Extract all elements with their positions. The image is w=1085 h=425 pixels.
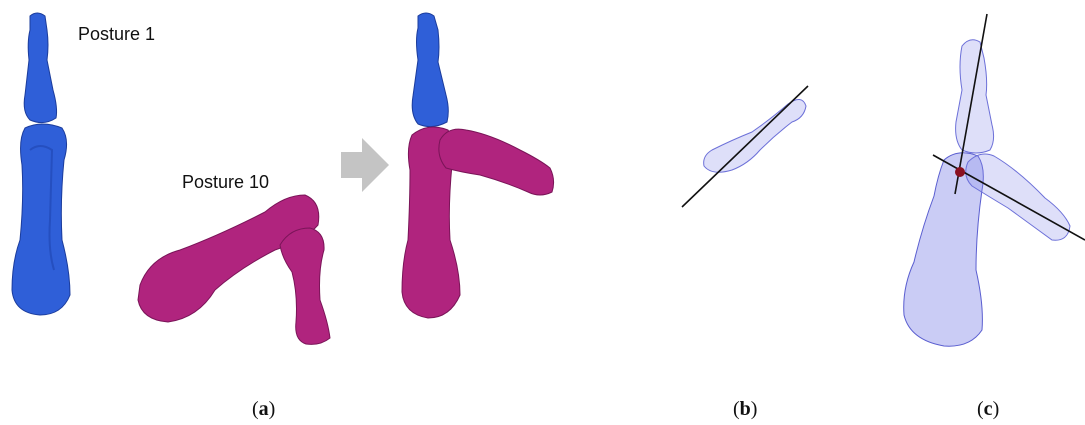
panel-b-bone-axis-line bbox=[682, 86, 808, 207]
posture-1-metacarpal bbox=[12, 124, 70, 315]
panel-b-phalanx bbox=[704, 99, 806, 172]
posture-1-proximal-phalanx bbox=[24, 13, 56, 123]
panel-c-bone-axes bbox=[904, 14, 1085, 346]
panel-b-bone-axis bbox=[682, 86, 808, 207]
caption-b: (b) bbox=[733, 398, 757, 420]
panel-a-overlay-bones bbox=[402, 13, 554, 318]
caption-c: (c) bbox=[977, 398, 999, 420]
overlay-posture-1-phalanx bbox=[412, 13, 448, 127]
panel-a-posture-10-bones bbox=[138, 195, 330, 344]
caption-a: (a) bbox=[252, 398, 275, 420]
panel-a-transform-arrow bbox=[341, 138, 389, 192]
overlay-posture-10-phalanx bbox=[439, 129, 554, 195]
posture-10-label: Posture 10 bbox=[182, 172, 269, 192]
posture-1-label: Posture 1 bbox=[78, 24, 155, 44]
panel-c-upper-phalanx bbox=[956, 40, 994, 153]
right-arrow-icon bbox=[341, 138, 389, 192]
panel-a-posture-1-bones bbox=[12, 13, 70, 315]
panel-c-rotation-center-point bbox=[955, 167, 965, 177]
posture-10-proximal-phalanx bbox=[280, 228, 330, 344]
